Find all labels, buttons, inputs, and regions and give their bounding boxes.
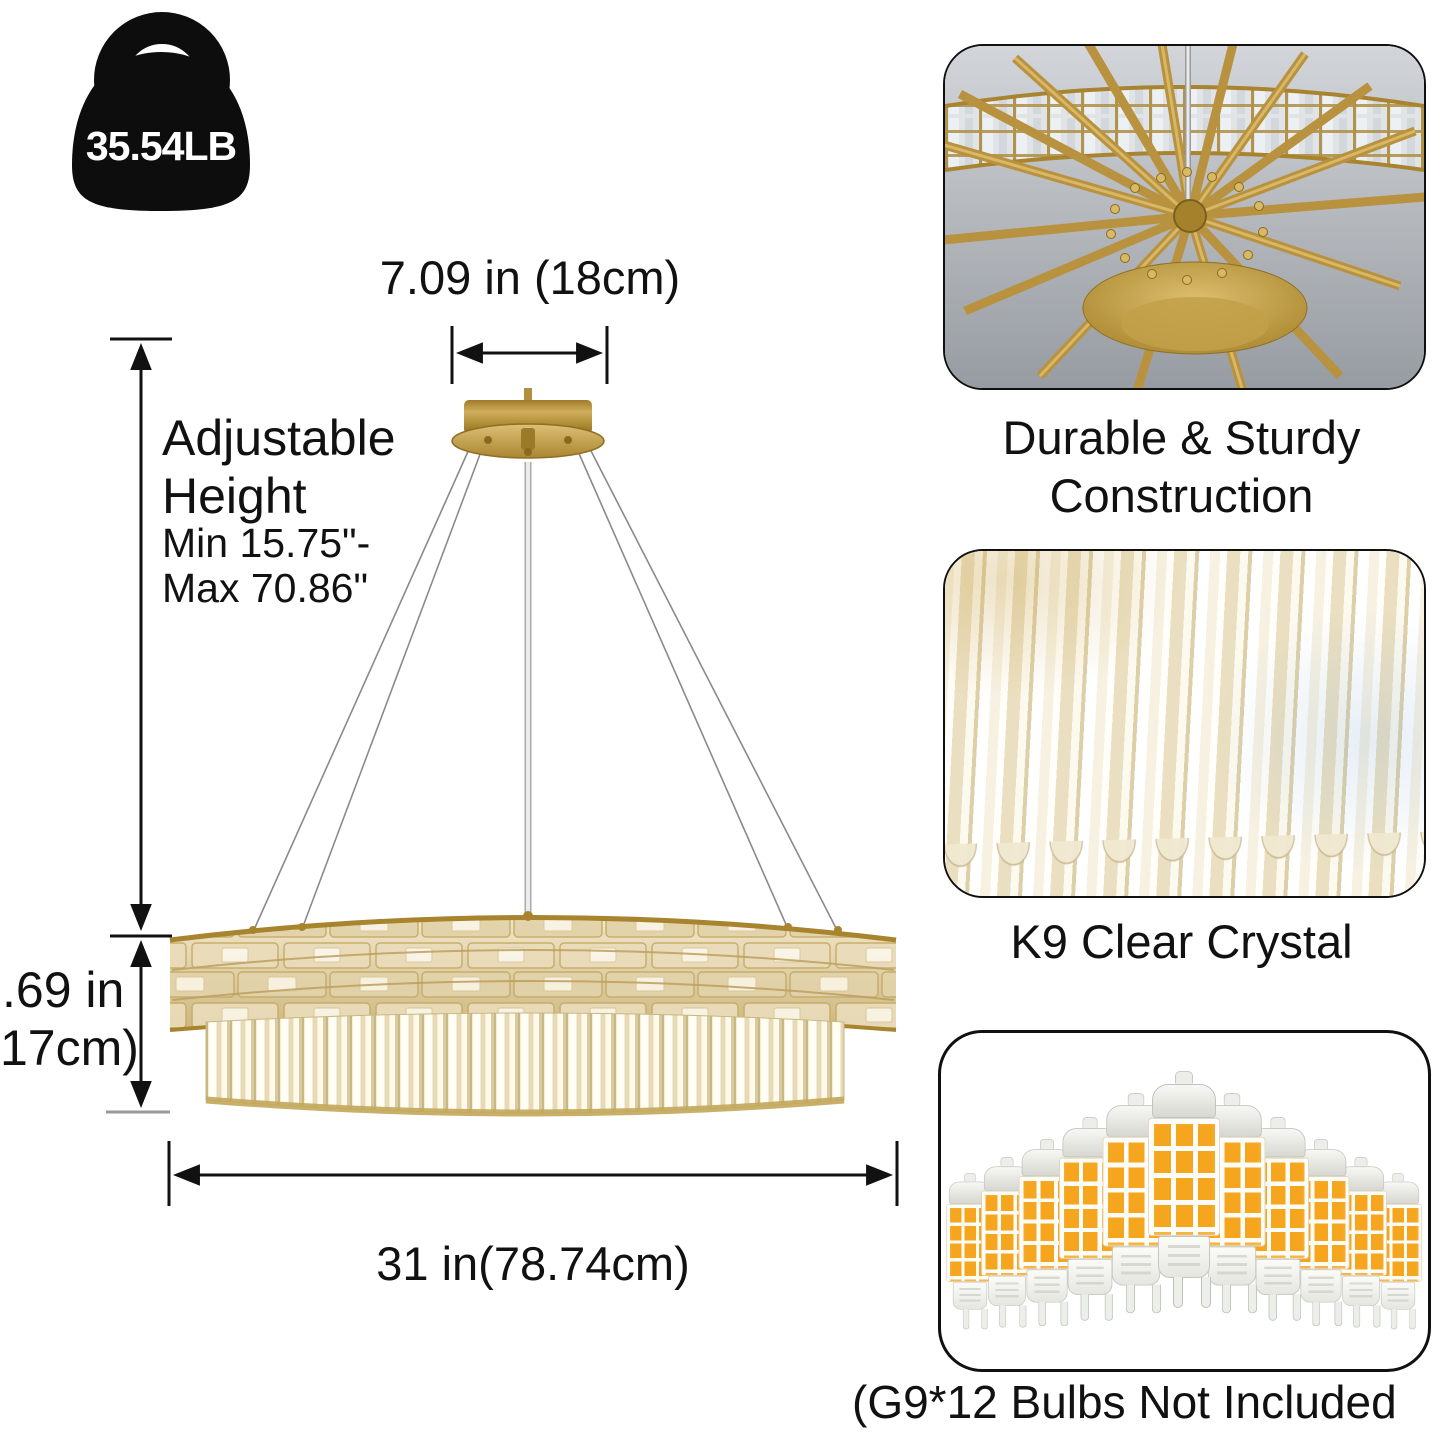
canopy-width-label: 7.09 in (18cm) bbox=[379, 251, 681, 304]
feature-caption-durable-line2: Construction bbox=[1049, 469, 1314, 522]
adjustable-height-label-line1: Adjustable bbox=[162, 410, 396, 466]
height-min-label: Min 15.75"- bbox=[162, 520, 371, 566]
feature-image-k9-crystal bbox=[943, 549, 1426, 898]
weight-icon bbox=[72, 12, 250, 211]
feature-image-durable-construction bbox=[943, 44, 1426, 390]
gold-frame-spokes-photo bbox=[945, 46, 1424, 388]
crystal-fringe bbox=[205, 1012, 845, 1117]
feature-image-g9-bulbs bbox=[938, 1030, 1431, 1372]
fixture-height-label-line2: 17cm) bbox=[0, 1020, 139, 1076]
fixture-height-label-line1: .69 in bbox=[2, 962, 125, 1018]
ceiling-canopy bbox=[451, 388, 605, 459]
diameter-label: 31 in(78.74cm) bbox=[376, 1237, 690, 1290]
chandelier-ring bbox=[169, 911, 897, 1032]
diameter-dimension bbox=[167, 1141, 899, 1206]
canopy-width-dimension bbox=[450, 326, 609, 384]
adjustable-height-label-line2: Height bbox=[162, 468, 307, 524]
feature-caption-durable-line1: Durable & Sturdy bbox=[1002, 411, 1361, 464]
height-max-label: Max 70.86" bbox=[162, 565, 369, 611]
feature-caption-bulbs: (G9*12 Bulbs Not Included bbox=[852, 1376, 1397, 1428]
center-hub bbox=[1173, 199, 1207, 233]
g9-bulb bbox=[1147, 1071, 1221, 1308]
hub-bolts bbox=[1106, 167, 1268, 285]
g9-bulb-fan bbox=[941, 1033, 1428, 1369]
feature-caption-crystal: K9 Clear Crystal bbox=[1010, 915, 1353, 968]
crystal-prism-tips bbox=[945, 831, 1424, 896]
weight-badge-value: 35.54LB bbox=[85, 123, 237, 169]
